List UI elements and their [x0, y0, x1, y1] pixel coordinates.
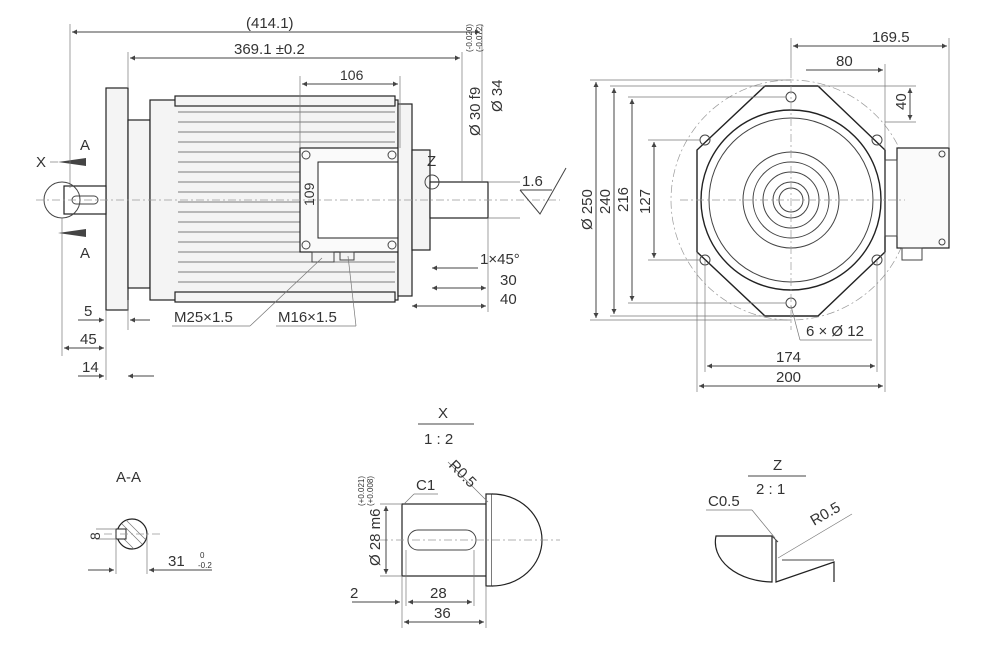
detail-x-radius: R0.5 [445, 457, 479, 491]
section-aa-title: A-A [116, 469, 141, 486]
detail-z-chamfer: C0.5 [708, 493, 740, 510]
detail-x-scale: 1 : 2 [424, 431, 453, 448]
detail-z-scale: 2 : 1 [756, 481, 785, 498]
front-terminal-box [896, 147, 950, 249]
dim-240: 240 [597, 189, 614, 214]
thread-m16: M16×1.5 [278, 309, 337, 326]
detail-z-profile [714, 535, 773, 583]
thread-m25: M25×1.5 [174, 309, 233, 326]
dim-216: 216 [615, 187, 632, 212]
dim-174: 174 [776, 349, 801, 366]
dim-5: 5 [84, 303, 92, 320]
dim-dia-250: Ø 250 [579, 189, 596, 230]
detail-x-dim-36: 36 [434, 605, 451, 622]
dim-overall-length: (414.1) [246, 15, 294, 32]
section-aa: A-A 8 31 0 -0.2 [87, 469, 212, 574]
detail-z-title: Z [773, 457, 782, 474]
mounting-flange [105, 87, 129, 311]
detail-x: X 1 : 2 Ø 28 m6 (+0.021) (+0.008) C1 R0.… [350, 405, 560, 628]
detail-x-title: X [438, 405, 448, 422]
dim-pilot-dia: Ø 34 [489, 79, 506, 112]
detail-x-dia: Ø 28 m6 [367, 508, 384, 566]
dim-40: 40 [500, 291, 517, 308]
section-a-bottom: A [80, 245, 90, 262]
section-tol-upper: 0 [200, 551, 205, 560]
dim-169: 169.5 [872, 29, 910, 46]
section-dim-31: 31 [168, 553, 185, 570]
detail-x-dim-2: 2 [350, 585, 358, 602]
detail-z-circle [424, 174, 440, 190]
dim-127: 127 [637, 189, 654, 214]
dim-front-40: 40 [893, 93, 910, 110]
detail-x-dim-28: 28 [430, 585, 447, 602]
dim-14: 14 [82, 359, 99, 376]
dim-45: 45 [80, 331, 97, 348]
front-flange [696, 85, 886, 317]
side-view: A A X Z (414.1) 369.1 ±0.2 106 109 Ø 30 … [36, 15, 567, 380]
cooling-fins [178, 111, 395, 283]
dim-shaft-tol-upper: (-0.020) [465, 24, 474, 52]
dim-80: 80 [836, 53, 853, 70]
section-a-top: A [80, 137, 90, 154]
holes-callout: 6 × Ø 12 [806, 323, 864, 340]
detail-z-radius: R0.5 [808, 499, 844, 530]
surface-finish: 1.6 [522, 173, 543, 190]
detail-x-tol-lower: (+0.008) [366, 476, 375, 506]
dim-shaft-tol-lower: (-0.072) [475, 24, 484, 52]
detail-x-tol-upper: (+0.021) [357, 476, 366, 506]
front-view: 169.5 80 40 Ø 250 240 216 127 6 × Ø 12 1 [579, 29, 950, 392]
dim-box-length: 106 [340, 67, 364, 83]
section-dim-8: 8 [87, 532, 103, 540]
dim-30: 30 [500, 272, 517, 289]
dim-chamfer: 1×45° [480, 251, 520, 268]
dim-body-length: 369.1 ±0.2 [234, 41, 305, 58]
detail-z: Z 2 : 1 C0.5 R0.5 [706, 457, 853, 583]
dim-200: 200 [776, 369, 801, 386]
detail-z-marker: Z [427, 153, 436, 170]
detail-x-chamfer: C1 [416, 477, 435, 494]
detail-x-marker: X [36, 154, 46, 171]
section-tol-lower: -0.2 [198, 561, 212, 570]
dim-box-height: 109 [301, 182, 317, 206]
dim-shaft-dia: Ø 30 f9 [467, 87, 484, 136]
